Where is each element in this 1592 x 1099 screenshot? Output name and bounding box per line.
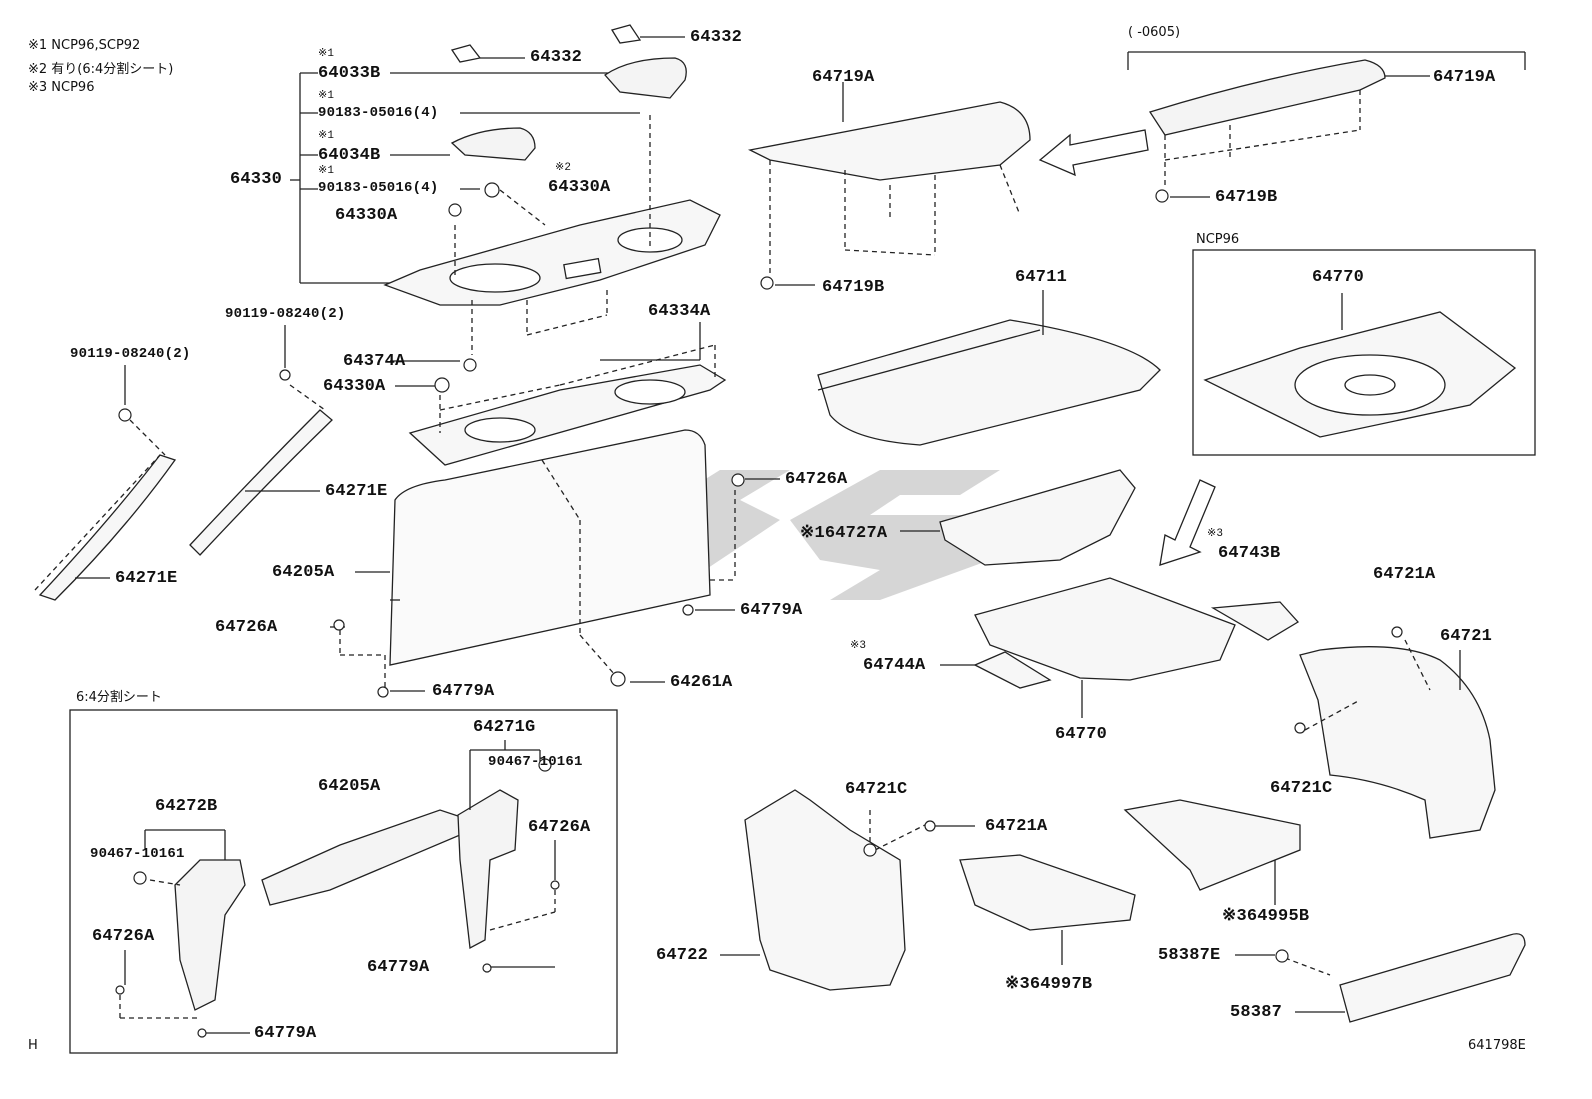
label-64330a-left[interactable]: 64330A — [335, 206, 398, 225]
label-64721a-mid[interactable]: 64721A — [985, 817, 1048, 836]
mark-64330a: ※2 — [555, 162, 572, 174]
label-58387e[interactable]: 58387E — [1158, 946, 1221, 965]
label-64271e-left[interactable]: 64271E — [115, 569, 178, 588]
label-64034b[interactable]: 64034B — [318, 146, 381, 165]
label-90183-05016-a[interactable]: 90183-05016(4) — [318, 105, 439, 121]
strip-64271e-right — [189, 409, 333, 556]
label-64727a[interactable]: ※164727A — [800, 524, 888, 543]
seat-64205a-b — [261, 809, 472, 906]
corner-letter: H — [28, 1038, 38, 1053]
mark-64744a: ※3 — [850, 640, 867, 652]
pad-64744a — [973, 651, 1052, 689]
pad-64743b — [1210, 601, 1300, 641]
split-seat-label: 6:4分割シート — [76, 690, 162, 705]
label-64334a[interactable]: 64334A — [648, 302, 711, 321]
label-64261a[interactable]: 64261A — [670, 673, 733, 692]
diagram-id: 641798E — [1468, 1038, 1526, 1053]
label-90119-08240-left[interactable]: 90119-08240(2) — [70, 346, 191, 362]
label-90119-08240-right[interactable]: 90119-08240(2) — [225, 306, 346, 322]
label-90467-10161-right[interactable]: 90467-10161 — [488, 754, 583, 770]
pad-64034b — [450, 127, 536, 161]
label-64997b[interactable]: ※364997B — [1005, 975, 1093, 994]
ncp96-label: NCP96 — [1196, 232, 1240, 247]
tray-64997b — [959, 854, 1136, 931]
seatback-64205a — [389, 429, 711, 666]
note-2: ※2 有り(6:4分割シート) — [28, 62, 174, 77]
mark-64743b: ※3 — [1207, 528, 1224, 540]
period-label: ( -0605) — [1128, 25, 1181, 40]
label-64722[interactable]: 64722 — [656, 946, 709, 965]
mark-90183-a: ※1 — [318, 90, 335, 102]
label-64271e-right[interactable]: 64271E — [325, 482, 388, 501]
direction-arrow-down — [1159, 479, 1216, 566]
split-seat-box — [69, 709, 618, 1054]
label-64779a-bottom-box[interactable]: 64779A — [254, 1024, 317, 1043]
label-64033b[interactable]: 64033B — [318, 64, 381, 83]
trim-64722 — [744, 789, 906, 991]
label-64726a-bottom[interactable]: 64726A — [528, 818, 591, 837]
label-64721[interactable]: 64721 — [1440, 627, 1493, 646]
label-64721c-mid[interactable]: 64721C — [845, 780, 908, 799]
direction-arrow — [1038, 129, 1149, 177]
label-64779a-bottom[interactable]: 64779A — [432, 682, 495, 701]
label-64719a-center[interactable]: 64719A — [812, 68, 875, 87]
label-64726a-left[interactable]: 64726A — [215, 618, 278, 637]
label-64770-ncp96[interactable]: 64770 — [1312, 268, 1365, 287]
label-64721c-right[interactable]: 64721C — [1270, 779, 1333, 798]
label-64744a[interactable]: 64744A — [863, 656, 926, 675]
mat-64770 — [974, 577, 1236, 681]
label-64779a-right[interactable]: 64779A — [740, 601, 803, 620]
label-90467-10161-left[interactable]: 90467-10161 — [90, 846, 185, 862]
label-64779a-bottom-mid[interactable]: 64779A — [367, 958, 430, 977]
label-64205a[interactable]: 64205A — [272, 563, 335, 582]
label-64330a-top[interactable]: 64330A — [548, 178, 611, 197]
shelf-64719a-right — [1148, 59, 1386, 136]
trim-58387 — [1339, 933, 1526, 1023]
package-tray-64330 — [383, 199, 721, 306]
note-1: ※1 NCP96,SCP92 — [28, 38, 141, 53]
label-64711[interactable]: 64711 — [1015, 268, 1068, 287]
bracket-64330 — [290, 72, 640, 284]
cap-64332-right — [610, 24, 642, 44]
label-64770[interactable]: 64770 — [1055, 725, 1108, 744]
label-90183-05016-b[interactable]: 90183-05016(4) — [318, 180, 439, 196]
label-64719b-right[interactable]: 64719B — [1215, 188, 1278, 207]
label-64726a-bottom-left[interactable]: 64726A — [92, 927, 155, 946]
mark-64033b: ※1 — [318, 48, 335, 60]
mark-64034b: ※1 — [318, 130, 335, 142]
label-58387[interactable]: 58387 — [1230, 1003, 1283, 1022]
label-64272b[interactable]: 64272B — [155, 797, 218, 816]
strip-64271e-left — [38, 454, 177, 601]
seat-64272b — [174, 859, 246, 1011]
trim-64721 — [1299, 646, 1496, 839]
label-64330[interactable]: 64330 — [230, 170, 283, 189]
label-64719a-right[interactable]: 64719A — [1433, 68, 1496, 87]
note-3: ※3 NCP96 — [28, 80, 95, 95]
label-64743b[interactable]: 64743B — [1218, 544, 1281, 563]
label-64374a[interactable]: 64374A — [343, 352, 406, 371]
shelf-64719a-center — [747, 101, 1031, 181]
mark-90183-b: ※1 — [318, 165, 335, 177]
bracket-64727a — [939, 469, 1136, 566]
label-64721a-top[interactable]: 64721A — [1373, 565, 1436, 584]
ncp96-box — [1192, 249, 1536, 456]
label-64271g[interactable]: 64271G — [473, 718, 536, 737]
cap-64332-left — [450, 44, 482, 63]
label-64332-left[interactable]: 64332 — [530, 48, 583, 67]
label-64995b[interactable]: ※364995B — [1222, 907, 1310, 926]
label-64719b-center[interactable]: 64719B — [822, 278, 885, 297]
label-64205a-bottom[interactable]: 64205A — [318, 777, 381, 796]
pad-64033b — [604, 57, 687, 99]
seat-64271g — [457, 789, 519, 950]
mat-64711 — [817, 319, 1161, 446]
label-64332-right[interactable]: 64332 — [690, 28, 743, 47]
label-64726a-top[interactable]: 64726A — [785, 470, 848, 489]
tray-64995b — [1123, 799, 1301, 891]
label-64330a-mid[interactable]: 64330A — [323, 377, 386, 396]
